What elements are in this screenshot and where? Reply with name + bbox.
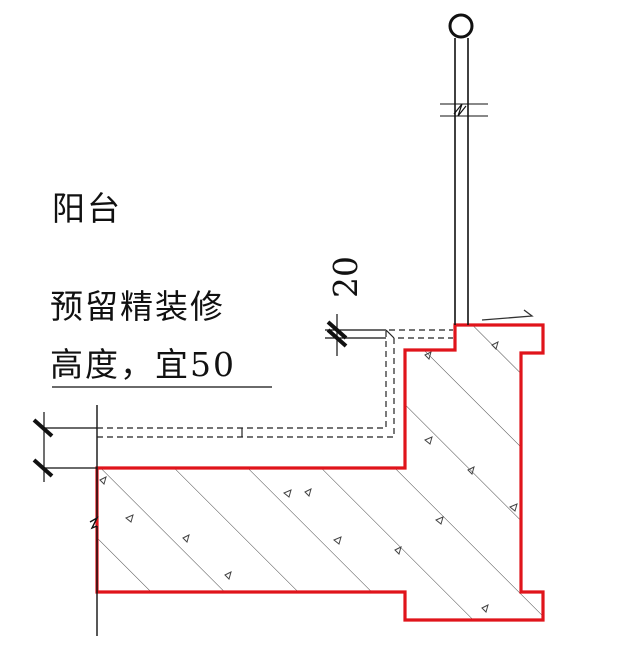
wall-break-line [89, 405, 99, 636]
dimension-label-20: 20 [326, 256, 365, 298]
finish-reserve-note-line2: 高度，宜50 [50, 345, 236, 384]
dimension-20-ticks [325, 314, 386, 356]
slab-red-outline [95, 323, 545, 622]
finish-reserve-note-line1: 预留精装修 [50, 287, 225, 326]
left-dimension-ticks [32, 412, 97, 482]
balcony-label: 阳台 [52, 189, 122, 228]
drip-edge [481, 309, 534, 321]
finish-layer-dashed [97, 329, 453, 438]
railing-post [440, 13, 488, 325]
aggregate-marks [99, 341, 518, 613]
